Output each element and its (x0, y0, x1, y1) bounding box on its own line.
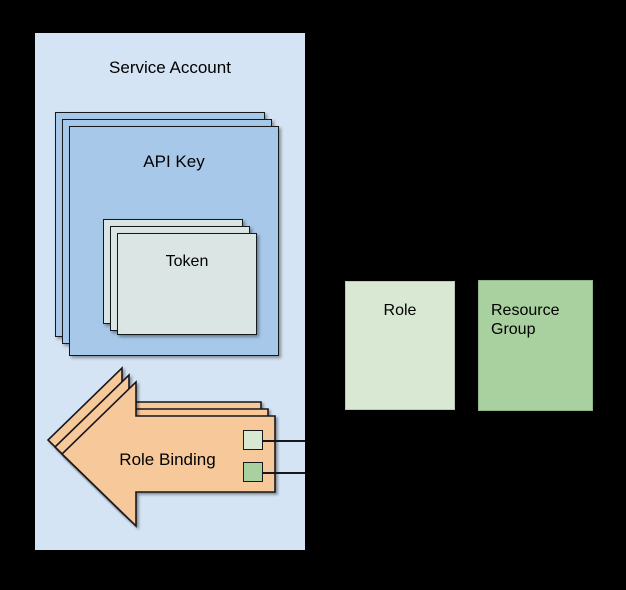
role-label: Role (383, 302, 417, 319)
connector-role-binding-to-role (262, 440, 305, 442)
role-binding-label: Role Binding (119, 450, 216, 469)
token-card[interactable] (117, 233, 257, 335)
resource-group-label: Resource Group (491, 302, 560, 338)
connector-role-binding-to-resource-group (262, 472, 305, 474)
resource-group-port-chip[interactable] (243, 462, 263, 482)
role-port-chip[interactable] (243, 430, 263, 450)
token-label: Token (165, 253, 209, 270)
role-node[interactable] (345, 281, 455, 410)
service-account-label: Service Account (109, 58, 231, 77)
resource-group-node[interactable] (478, 280, 593, 411)
api-key-label: API Key (143, 152, 205, 171)
